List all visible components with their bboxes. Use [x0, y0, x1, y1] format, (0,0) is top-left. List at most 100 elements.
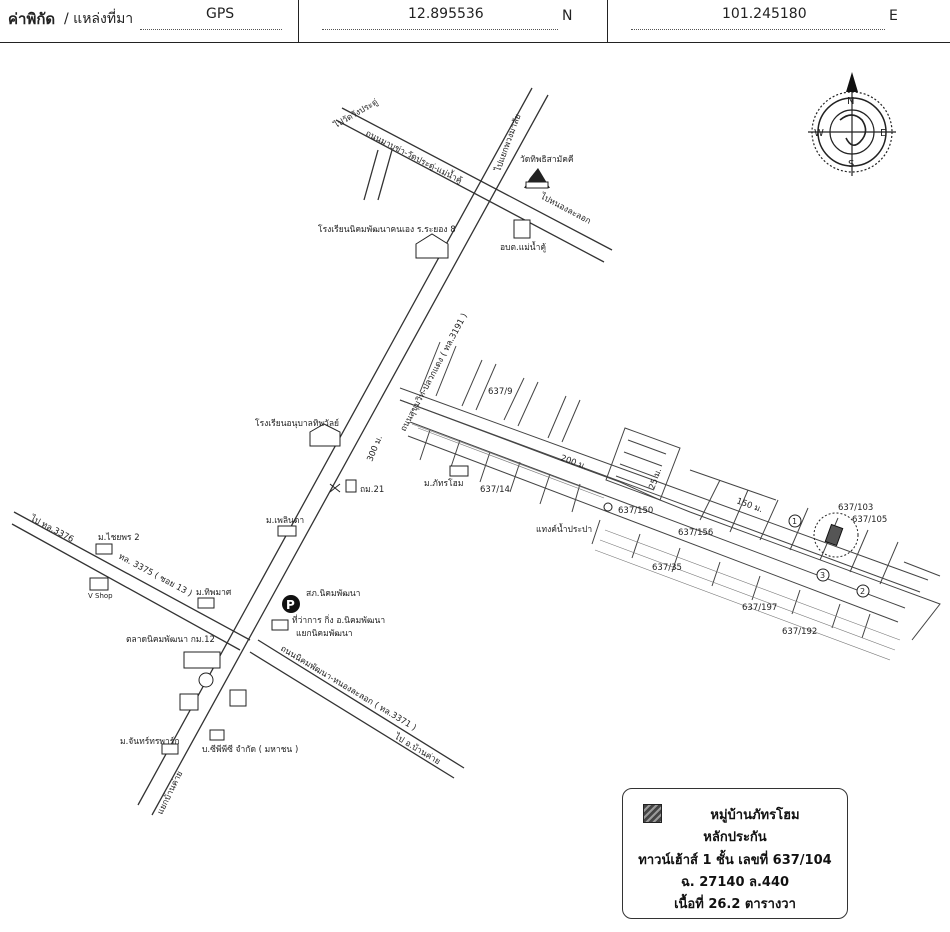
subject-property-marker [824, 523, 844, 547]
label-moo-chaiyaphruek: ม.ไชยพร 2 [98, 532, 140, 543]
legend-asset: ทาวน์เฮ้าส์ 1 ชั้น เลขที่ 637/104 [638, 853, 832, 868]
compass-e: E [880, 128, 886, 139]
source-underline [140, 29, 282, 30]
plot-637-150: 637/150 [618, 506, 653, 516]
circle-marker-2: 2 [856, 584, 870, 598]
district-office-icon [271, 619, 289, 631]
label-road-3375: ทล. 3375 ( ซอย 13 ) [117, 552, 194, 599]
legend-box: หมู่บ้านภัทรโฮม หลักประกัน ทาวน์เฮ้าส์ 1… [622, 788, 848, 919]
village-icon-4 [197, 597, 215, 609]
compass-rose: N S E W [808, 72, 896, 176]
legend-title: หมู่บ้านภัทรโฮม [710, 808, 800, 823]
parking-icon: P [282, 595, 300, 613]
village-icon [449, 465, 469, 477]
village-icon-2 [277, 525, 297, 537]
label-to-mabtaphut: ไปแยกพวงมาลัย [492, 113, 523, 174]
label-main-road: ถนนสุขุมวิท-ปลวกแดง ( ทล.3191 ) [399, 312, 470, 434]
label-water-tank: แทงค์น้ำประปา [536, 523, 592, 535]
km-post-icon [345, 479, 357, 493]
place-label: / แหล่งที่มา [64, 11, 134, 27]
label-obt: อบต.แม่น้ำคู้ [500, 241, 546, 253]
label-ban-khai-junction: แยกบ้านค่าย [155, 769, 186, 816]
longitude-underline [631, 29, 885, 30]
market-icon [183, 651, 221, 669]
obt-building-icon [513, 219, 531, 239]
plot-637-103: 637/103 [838, 503, 873, 513]
circle-marker-3: 3 [816, 568, 830, 582]
label-distance-25: 25 ม. [647, 467, 664, 491]
label-police: สภ.นิคมพัฒนา [306, 589, 360, 599]
plot-637-105: 637/105 [852, 515, 887, 525]
legend-subtitle: หลักประกัน [703, 830, 767, 845]
label-nikhom-junction: แยกนิคมพัฒนา [296, 629, 353, 639]
location-map: N S E W [11, 72, 941, 816]
road-3371 [249, 639, 465, 779]
compass-n: N [847, 96, 854, 107]
label-district: ที่ว่าการ กิ่ง อ.นิคมพัฒนา [292, 614, 385, 626]
label-moo-chanthana: ม.จันทร์ทรพาร์ก [120, 736, 180, 747]
label-to-wat-pradu: ไปวัดวังประดู่ [331, 97, 380, 131]
water-tank-icon [603, 502, 613, 512]
plot-637-192: 637/192 [782, 627, 817, 637]
label-market: ตลาดนิคมพัฒนา กม.12 [126, 635, 215, 645]
north-arrow-icon [846, 72, 858, 92]
road-3375 [11, 511, 251, 651]
coordinate-header: ค่าพิกัด / แหล่งที่มา GPS 12.895536 N 10… [0, 0, 950, 43]
label-moo-thippha: ม.ทิพมาศ [196, 588, 232, 598]
label-school1: โรงเรียนนิคมพัฒนาฅนเอง ร.ระยอง 8 [318, 224, 456, 235]
subject-property [813, 512, 859, 558]
bank-icon-3 [229, 689, 247, 707]
latitude-direction: N [562, 8, 573, 24]
mabkha-road [335, 107, 613, 263]
longitude-cell: 101.245180 E [607, 0, 950, 42]
source-cell: ค่าพิกัด / แหล่งที่มา GPS [0, 0, 299, 42]
plot-637-197: 637/197 [742, 603, 777, 613]
compass-w: W [814, 128, 824, 139]
legend-swatch [643, 804, 662, 823]
label-to-3376: ไป ทล.3376 [28, 512, 76, 544]
school-icon-2 [309, 423, 341, 447]
legend-area: เนื้อที่ 26.2 ตารางวา [674, 897, 796, 912]
label-mabkha-road: ถนนมาบข่า-วัดประดู่-แม่น้ำคู้ [364, 127, 465, 186]
coord-label: ค่าพิกัด [8, 10, 56, 28]
village-icon-5 [161, 743, 179, 755]
shop-icon [89, 577, 109, 591]
svg-text:1: 1 [792, 517, 797, 526]
label-distance-150: 150 ม. [735, 496, 764, 515]
label-to-ban-khai: ไป อ.บ้านค่าย [392, 731, 443, 768]
hatched-lots [411, 423, 901, 661]
plot-637-35: 637/35 [652, 563, 682, 573]
label-school2: โรงเรียนอนุบาลทิพวัลย์ [255, 418, 339, 429]
svg-text:P: P [286, 598, 295, 612]
circle-marker-1: 1 [788, 514, 802, 528]
latitude-underline [322, 29, 558, 30]
school-icon [415, 233, 449, 259]
svg-text:2: 2 [860, 587, 865, 596]
svg-text:3: 3 [820, 571, 825, 580]
plot-637-14: 637/14 [480, 485, 510, 495]
village-icon-3 [95, 543, 113, 555]
longitude-value: 101.245180 [722, 6, 807, 22]
plot-637-9: 637/9 [488, 387, 513, 397]
label-vshop: V Shop [88, 592, 113, 600]
label-nikhom-road: ถนนนิคมพัฒนา-หนองละลอก ( ทล.3371 ) [278, 644, 417, 733]
label-to-nonglalok: ไปหนองละลอก [538, 190, 593, 226]
label-distance-300: 300 ม. [366, 434, 385, 463]
source-value: GPS [206, 6, 235, 22]
legend-deed: ฉ. 27140 ล.440 [680, 875, 790, 890]
junction-marker-icon [329, 483, 341, 493]
latitude-value: 12.895536 [408, 6, 484, 22]
label-moo-pattra: ม.ภัทรโฮม [424, 478, 463, 489]
longitude-direction: E [889, 8, 898, 24]
bank-icon [198, 672, 214, 688]
label-temple: วัดทิพธิสามัคคี [520, 154, 574, 165]
label-company: บ.ซีพีพีซี จำกัด ( มหาชน ) [202, 744, 298, 755]
temple-icon [524, 168, 550, 189]
company-icon [209, 729, 225, 741]
bank-icon-2 [179, 693, 199, 711]
plot-637-156: 637/156 [678, 528, 713, 538]
compass-s: S [848, 159, 854, 170]
latitude-cell: 12.895536 N [298, 0, 608, 42]
label-distance-200: 200 ม. [559, 453, 588, 472]
label-moo-plinda: ม.เพลินดา [266, 516, 304, 526]
